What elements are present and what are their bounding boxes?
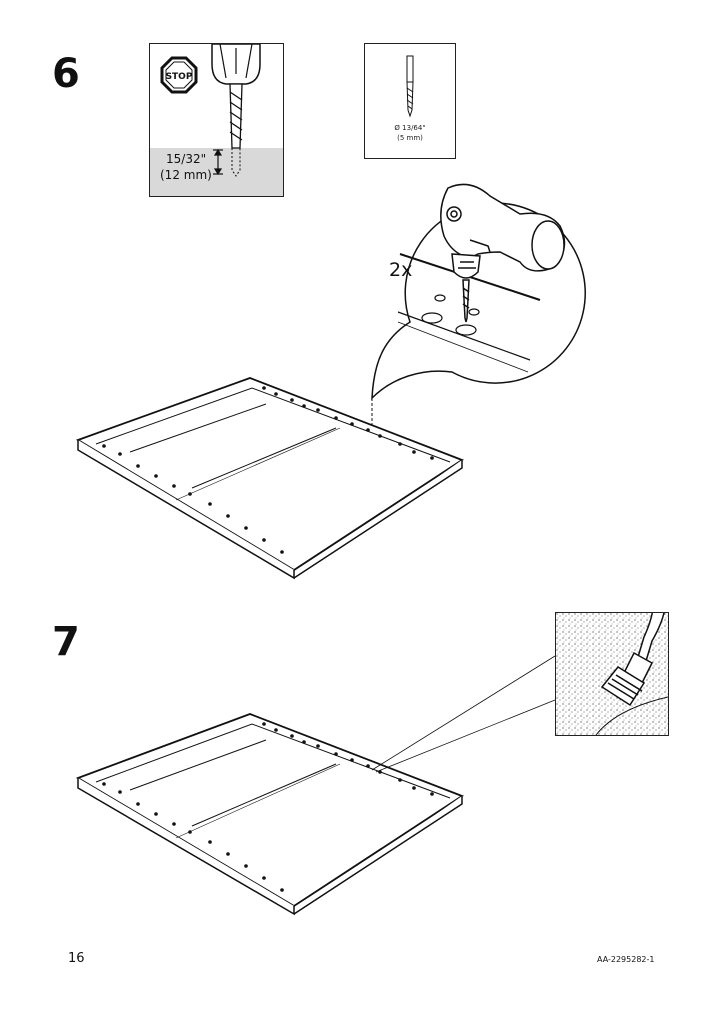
power-drill-icon bbox=[440, 183, 566, 323]
drill-bit-size-callout: Ø 13/64" (5 mm) bbox=[364, 43, 456, 159]
drill-bit-metric: (5 mm) bbox=[397, 134, 423, 142]
repeat-count-label: 2x bbox=[389, 259, 413, 281]
drill-depth-illustration: STOP bbox=[160, 44, 261, 177]
drill-bit-diameter: Ø 13/64" bbox=[394, 124, 426, 132]
drill-depth-metric: (12 mm) bbox=[160, 168, 212, 182]
stop-sign-label: STOP bbox=[166, 72, 193, 82]
panel-holes-step-7 bbox=[102, 722, 434, 892]
document-code: AA-2295282-1 bbox=[597, 955, 655, 964]
drill-depth-imperial: 15/32" bbox=[166, 152, 207, 166]
panel-step-7 bbox=[75, 713, 464, 916]
panel-holes-step-6 bbox=[102, 386, 434, 554]
paint-brush-icon bbox=[556, 613, 668, 735]
step-6-number: 6 bbox=[52, 51, 80, 97]
drill-depth-callout: STOP 15/32" (12 mm) bbox=[149, 43, 284, 197]
drill-bit-icon bbox=[406, 55, 414, 118]
surface-treatment-callout bbox=[555, 612, 669, 736]
page-number: 16 bbox=[68, 951, 85, 966]
stop-sign-icon: STOP bbox=[160, 56, 198, 94]
step-7-number: 7 bbox=[52, 619, 80, 665]
panel-step-6 bbox=[75, 377, 464, 580]
